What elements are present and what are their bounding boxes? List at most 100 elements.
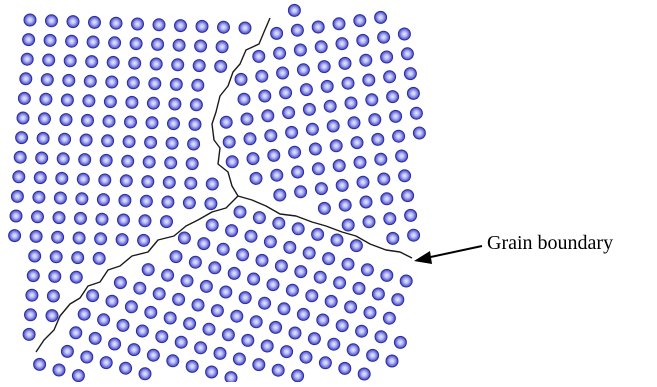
atom-right [291,165,305,179]
atom-right [294,185,308,199]
atom-left [62,73,76,87]
atom-left [81,113,94,127]
atom-left [8,229,22,243]
atom-left [124,115,137,129]
atom-right [380,192,394,206]
atom-left [172,38,186,52]
atom-left [188,117,202,131]
atom-bottom [241,333,255,347]
atom-right [314,40,328,54]
atom-bottom [285,283,299,297]
atom-left [55,171,69,185]
atom-right [332,159,346,173]
atom-bottom [97,313,111,327]
atom-bottom [172,292,186,306]
atom-left [83,74,97,88]
atom-left [98,173,112,187]
atom-left [16,111,30,125]
atom-right [397,27,411,41]
atom-left [22,327,36,341]
atom-right [293,43,307,57]
atom-bottom [221,328,235,342]
atom-right [409,106,423,120]
atom-bottom [291,222,305,236]
atom-right [374,152,388,166]
atom-bottom [69,326,83,340]
atom-bottom [363,306,377,320]
atom-bottom [99,356,113,370]
atom-right [317,201,331,215]
atom-left [79,133,93,147]
atom-bottom [266,278,280,292]
atom-bottom [335,319,349,333]
atom-bottom [146,348,160,362]
atom-left [20,52,34,66]
atom-bottom [88,331,102,345]
atom-left [45,14,58,28]
atom-right [398,169,412,183]
atom-bottom [393,335,407,349]
atom-bottom [338,361,352,375]
atom-left [125,95,139,109]
atom-left [168,97,182,111]
atom-left [152,18,166,32]
atom-left [94,232,108,246]
atom-bottom [161,268,175,282]
atom-bottom [205,218,219,232]
atom-right [276,66,290,80]
atom-left [72,231,86,245]
atom-bottom [177,231,191,245]
atom-left [15,131,29,145]
atom-left [32,190,46,204]
atom-left [137,233,151,247]
atom-right [264,129,278,143]
atom-bottom [197,237,211,251]
boundary-line-top [211,17,271,197]
atom-right [341,218,355,232]
atom-left [58,132,72,146]
boundaries-group [35,17,413,353]
atom-right [273,46,287,60]
atom-bottom [260,339,274,353]
atom-bottom [224,371,238,385]
atom-bottom [191,298,205,312]
atom-left [117,213,130,227]
atom-bottom [269,320,283,334]
atom-bottom [280,345,294,359]
atom-left [164,156,178,170]
atom-bottom [199,279,213,293]
atom-bottom [227,266,241,280]
atom-left [138,214,152,228]
atom-left [195,19,209,33]
atom-left [46,289,60,303]
atom-left [214,59,228,73]
atom-left [192,59,206,73]
arrow-group [414,245,483,264]
atom-bottom [360,263,374,277]
atom-left [28,249,42,263]
atom-left [59,113,73,127]
atom-bottom [232,352,246,366]
atom-left [115,233,129,247]
atom-left [128,56,142,70]
atom-left [174,19,187,33]
atom-bottom [152,287,166,301]
atom-right [395,149,409,163]
atom-left [23,13,37,27]
atom-bottom [52,363,66,377]
atom-left [215,40,229,54]
atom-bottom [86,289,100,303]
atom-bottom [307,332,321,346]
boundary-line-right [237,195,413,259]
atom-bottom [230,309,244,323]
atom-left [204,197,218,211]
atom-left [39,92,53,106]
atom-right [287,3,301,17]
atom-bottom [169,250,183,264]
atom-bottom [255,253,269,267]
atom-right [288,145,302,159]
atom-bottom [346,343,360,357]
atom-left [101,134,115,148]
atom-bottom [344,300,358,314]
atom-left [194,39,208,53]
